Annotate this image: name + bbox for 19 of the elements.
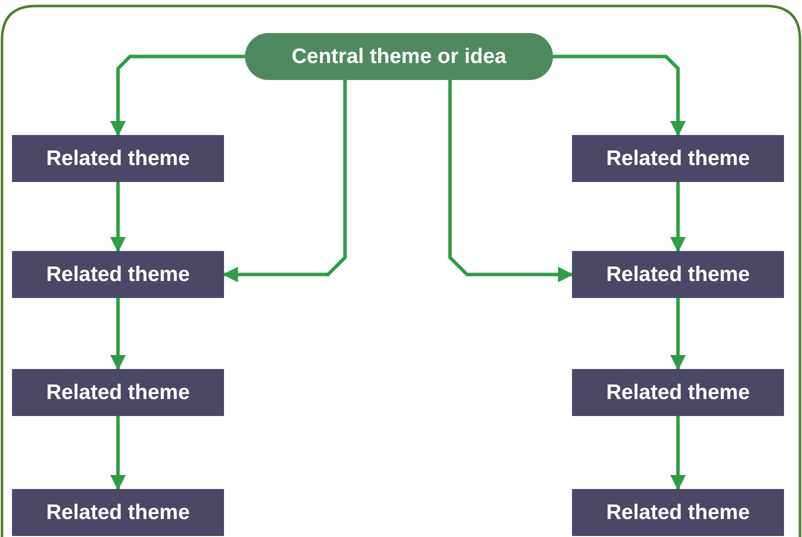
arrow bbox=[553, 54, 686, 137]
arrow bbox=[110, 54, 245, 137]
topic-box: Related theme bbox=[12, 369, 224, 416]
topic-box: Related theme bbox=[12, 489, 224, 536]
arrow bbox=[670, 416, 686, 491]
arrow bbox=[670, 182, 686, 253]
topic-box: Related theme bbox=[12, 251, 224, 298]
arrow bbox=[110, 416, 126, 491]
arrow bbox=[222, 80, 347, 282]
arrow bbox=[110, 182, 126, 253]
topic-box: Related theme bbox=[572, 369, 784, 416]
arrow bbox=[670, 298, 686, 371]
topic-box: Related theme bbox=[572, 135, 784, 182]
topic-box: Related theme bbox=[12, 135, 224, 182]
topic-box: Related theme bbox=[572, 489, 784, 536]
arrow bbox=[448, 80, 574, 282]
topic-box: Related theme bbox=[572, 251, 784, 298]
arrow bbox=[110, 298, 126, 371]
central-topic-pill: Central theme or idea bbox=[245, 33, 553, 80]
